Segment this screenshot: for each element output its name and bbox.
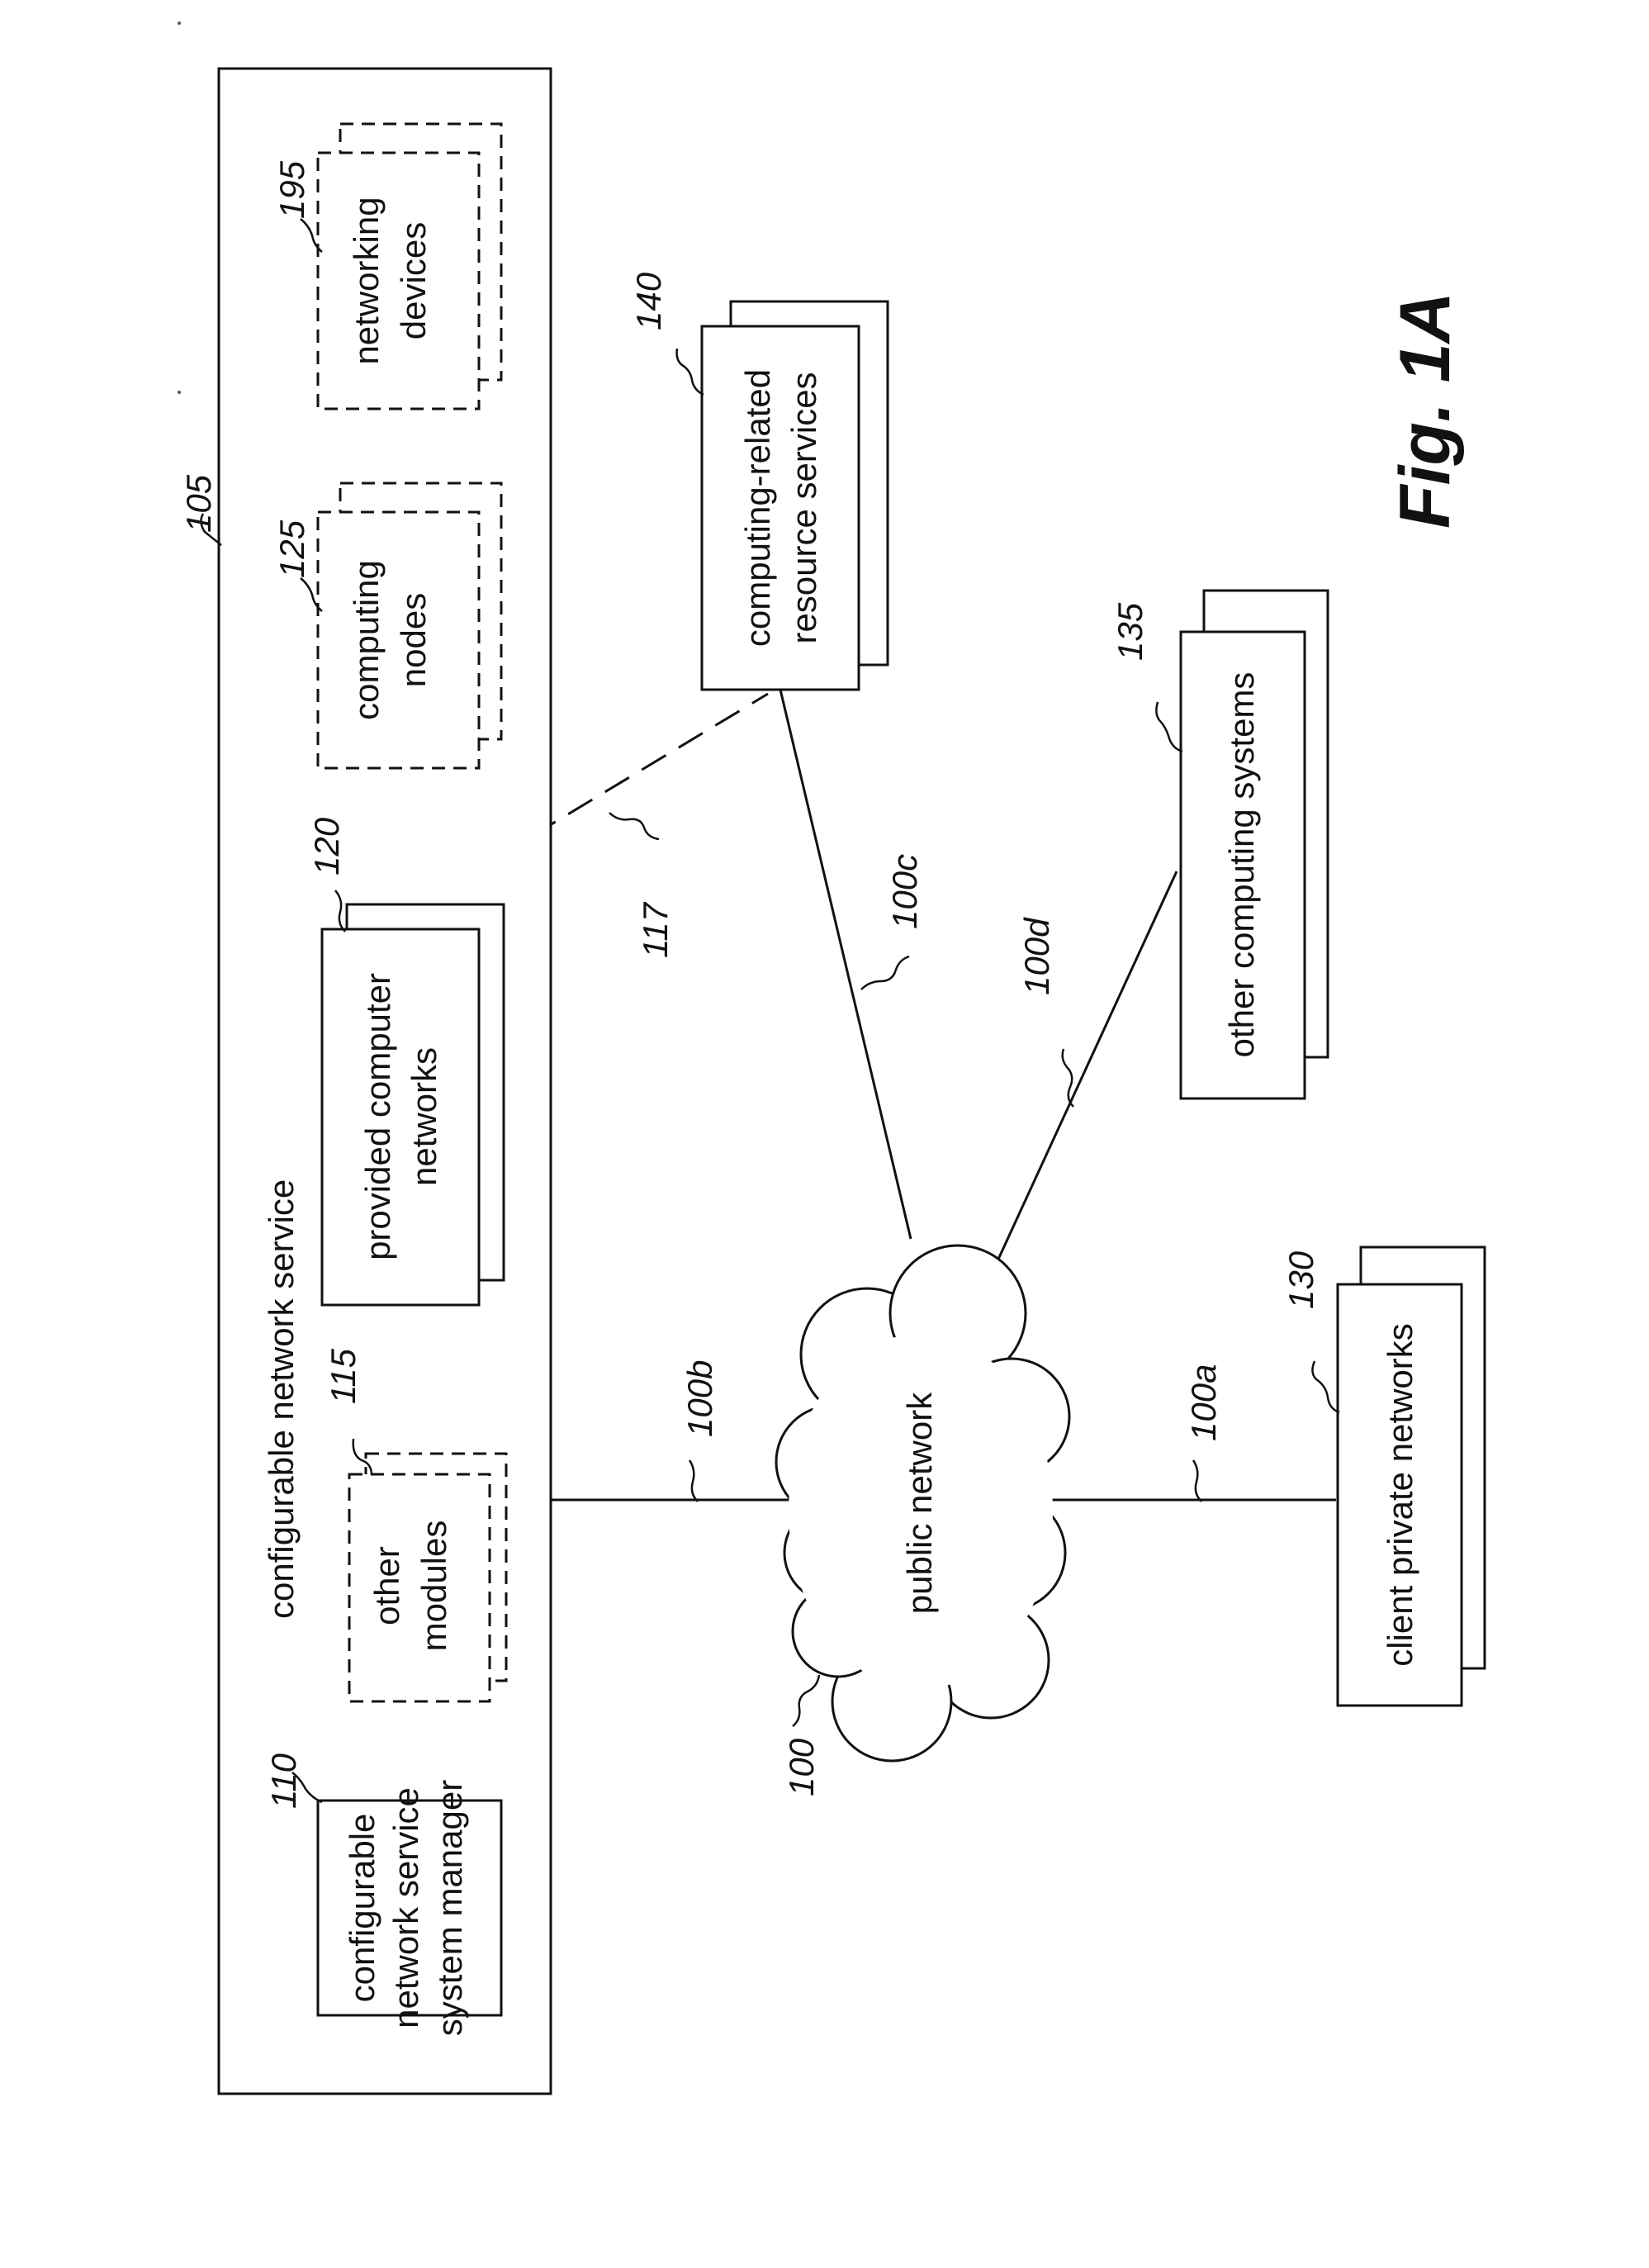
computing-nodes-ref: 125 xyxy=(272,520,311,578)
other-systems-ref: 135 xyxy=(1111,602,1149,661)
other-modules-ref: 115 xyxy=(324,1348,362,1404)
client-networks-label: client private networks xyxy=(1381,1323,1419,1667)
service-ref: 105 xyxy=(179,474,218,533)
resource-services-label-line2: resource services xyxy=(784,372,823,643)
link-100d-ref: 100d xyxy=(1017,917,1056,995)
manager-label-line2: network service xyxy=(386,1787,425,2028)
link-100c-line xyxy=(780,690,911,1239)
resource-services-ref: 140 xyxy=(629,272,668,330)
link-100d-line xyxy=(987,871,1177,1284)
scan-dot-top xyxy=(178,21,181,25)
resource-services-box xyxy=(702,326,859,690)
public-network-ref: 100 xyxy=(782,1738,821,1796)
figure-label: Fig. 1A xyxy=(1386,292,1465,529)
link-100b-leader xyxy=(689,1460,698,1502)
manager-ref: 110 xyxy=(264,1753,303,1809)
service-title: configurable network service xyxy=(262,1179,301,1619)
other-modules-label-line2: modules xyxy=(415,1521,453,1652)
manager-label-line1: configurable xyxy=(343,1814,381,2003)
link-117-ref: 117 xyxy=(636,901,675,958)
computing-nodes-label-line1: computing xyxy=(347,560,386,720)
client-networks-ref: 130 xyxy=(1282,1250,1320,1309)
networking-devices-label-line2: devices xyxy=(394,222,433,339)
public-network-label: public network xyxy=(900,1392,939,1614)
client-networks-ref-leader xyxy=(1312,1361,1339,1412)
networking-devices-label-line1: networking xyxy=(347,197,386,364)
public-network-ref-leader xyxy=(793,1675,819,1726)
link-100c-ref: 100c xyxy=(885,854,924,929)
other-systems-ref-leader xyxy=(1156,702,1182,752)
provided-networks-label-line2: networks xyxy=(405,1047,443,1186)
provided-networks-box xyxy=(322,929,479,1305)
scan-dot-left xyxy=(178,391,181,394)
link-100a-leader xyxy=(1193,1460,1201,1502)
resource-services-label-line1: computing-related xyxy=(738,369,777,647)
link-100c-leader xyxy=(861,956,909,989)
link-117-leader xyxy=(609,813,659,839)
resource-services-ref-leader xyxy=(677,349,704,395)
link-100b-ref: 100b xyxy=(680,1360,719,1437)
provided-networks-label-line1: provided computer xyxy=(358,973,397,1260)
computing-nodes-label-line2: nodes xyxy=(394,593,433,687)
other-systems-label: other computing systems xyxy=(1222,672,1261,1058)
networking-devices-ref: 195 xyxy=(272,160,311,219)
link-100a-ref: 100a xyxy=(1184,1364,1223,1441)
other-modules-label-line1: other xyxy=(367,1546,406,1625)
provided-networks-ref: 120 xyxy=(307,817,346,875)
manager-label-line3: system manager xyxy=(430,1780,469,2036)
